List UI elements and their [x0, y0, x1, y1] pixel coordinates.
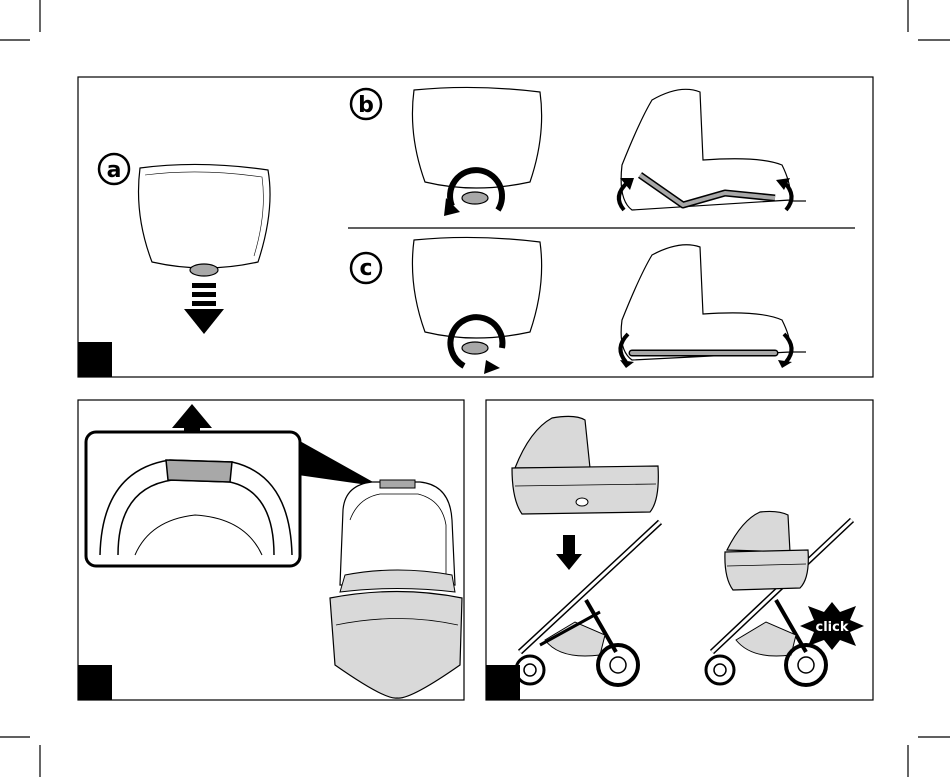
step-b-letter: b	[358, 93, 374, 118]
handle-grip	[166, 460, 232, 482]
knob	[190, 264, 218, 276]
panel-bottom-right: click	[486, 400, 873, 700]
panel-number-tab	[78, 342, 112, 377]
knob	[462, 192, 488, 204]
canopy-back-panel	[139, 164, 271, 268]
click-burst-icon: click	[800, 602, 864, 650]
click-label: click	[816, 620, 849, 635]
canopy-back-panel	[412, 237, 541, 338]
step-c-letter: c	[359, 256, 372, 281]
step-a-letter: a	[107, 158, 122, 183]
panel-number-tab	[78, 665, 112, 700]
panel-bottom-left	[78, 400, 464, 700]
knob	[462, 342, 488, 354]
